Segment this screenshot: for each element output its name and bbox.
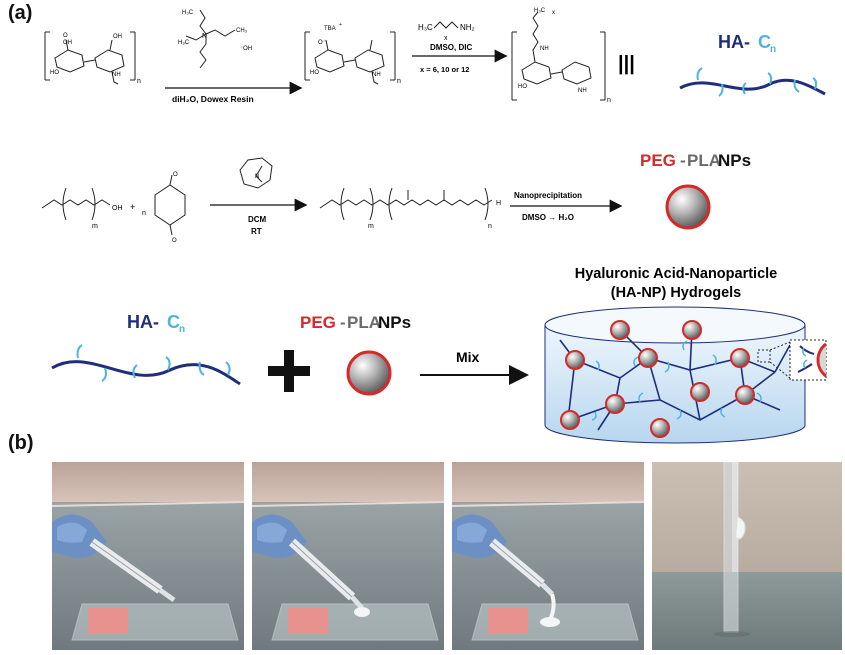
svg-text:O⁻: O⁻ <box>318 40 326 46</box>
np-sphere-row2 <box>665 184 711 230</box>
scheme-diagram: O OH HO OH NH n H₃C CH₃ H₃C N ⁻OH diH₂O,… <box>41 8 827 444</box>
amine-nh2: NH₂ <box>460 23 475 32</box>
photo-vertical-slide <box>652 462 842 650</box>
svg-text:O: O <box>63 33 68 39</box>
nanoprecip-label: Nanoprecipitation <box>514 191 582 200</box>
np-title-dash: - <box>680 151 686 170</box>
ha-cn-title-c: C <box>758 32 771 52</box>
amine-h3c: H₃C <box>418 23 433 32</box>
svg-text:⁻OH: ⁻OH <box>240 46 252 52</box>
mix-label: Mix <box>456 349 480 365</box>
step1-conditions: diH₂O, Dowex Resin <box>172 94 254 104</box>
svg-text:N: N <box>202 33 207 40</box>
peg-oh: OH <box>112 205 123 212</box>
mpeg-structure <box>41 187 111 221</box>
oh-label-1: OH <box>63 40 72 46</box>
hydrogel-cylinder <box>544 306 827 444</box>
svg-text:H₃C: H₃C <box>182 10 194 16</box>
photo-syringe-3 <box>452 462 644 650</box>
peg-m: m <box>92 223 98 230</box>
ha-cn-polymer-row3 <box>51 344 241 386</box>
svg-text:O: O <box>173 172 178 178</box>
photo-syringe-1 <box>52 462 244 650</box>
ho-label-1: HO <box>50 70 59 76</box>
svg-text:N: N <box>255 174 259 180</box>
lactide-n: n <box>142 210 146 217</box>
np-label-row3-peg: PEG <box>300 313 336 332</box>
svg-text:HO: HO <box>310 70 319 76</box>
panel-b-label: (b) <box>8 432 34 454</box>
plus-sign-small: + <box>130 202 135 212</box>
svg-text:x: x <box>552 10 555 16</box>
np-sphere-row3 <box>346 350 392 396</box>
ha-cn-label-row3-prefix: HA- <box>127 312 159 332</box>
product-m: m <box>368 223 374 230</box>
np-title-pla: PLA <box>687 151 721 170</box>
step2-reagents: DMSO, DIC <box>430 43 472 52</box>
repeat-n-1: n <box>137 78 141 85</box>
svg-text:H₃C: H₃C <box>534 8 546 14</box>
ha-cn-title-prefix: HA- <box>718 32 750 52</box>
svg-text:NH: NH <box>578 88 587 94</box>
plus-sign-large <box>268 350 310 392</box>
tbaoh-reagent-structure <box>185 9 236 69</box>
svg-text:OH: OH <box>113 34 122 40</box>
ha-cn-polymer-top <box>679 67 826 97</box>
np-title-peg: PEG <box>640 151 676 170</box>
photo-syringe-2 <box>252 462 444 650</box>
hydrogel-title-line1: Hyaluronic Acid-Nanoparticle <box>575 266 778 282</box>
ha-tba-salt-structure <box>304 31 396 85</box>
hydrogel-title-line2: (HA-NP) Hydrogels <box>611 285 742 301</box>
svg-text:CH₃: CH₃ <box>236 28 248 34</box>
tba-charge: + <box>339 22 342 28</box>
tba-label: TBA <box>324 26 336 32</box>
np-label-row3-dash: - <box>340 313 346 332</box>
nh-label-1: NH <box>112 72 121 78</box>
svg-text:NH: NH <box>372 72 381 78</box>
ha-cn-label-row3-c: C <box>167 312 180 332</box>
ha-cn-product-structure <box>511 11 606 101</box>
product-n: n <box>488 223 492 230</box>
ha-cn-title-sub: n <box>770 44 776 55</box>
amine-x: x <box>444 35 448 42</box>
lactide-structure <box>154 174 186 236</box>
peg-pla-structure <box>319 187 493 221</box>
svg-text:NH: NH <box>540 46 549 52</box>
step-solvent: DCM <box>248 215 267 224</box>
step-temp: RT <box>251 227 262 236</box>
svg-text:H₃C: H₃C <box>178 40 190 46</box>
hydrogel-nanoparticles <box>560 320 755 438</box>
dbu-catalyst-structure <box>239 157 273 189</box>
step2-note: x = 6, 10 or 12 <box>420 65 469 74</box>
np-label-row3-pla: PLA <box>347 313 381 332</box>
equivalence-symbol: ||| <box>618 53 635 75</box>
svg-text:HO: HO <box>518 84 527 90</box>
svg-text:n: n <box>397 78 401 85</box>
panel-a-label: (a) <box>8 2 33 24</box>
ha-disaccharide-structure <box>44 31 136 85</box>
np-title-nps: NPs <box>718 151 751 170</box>
np-label-row3-nps: NPs <box>378 313 411 332</box>
nanoprecip-solvent: DMSO → H₂O <box>522 213 574 222</box>
product-h: H <box>496 200 501 207</box>
svg-text:O: O <box>172 238 177 244</box>
svg-text:n: n <box>607 97 611 104</box>
ha-cn-label-row3-sub: n <box>179 324 185 335</box>
